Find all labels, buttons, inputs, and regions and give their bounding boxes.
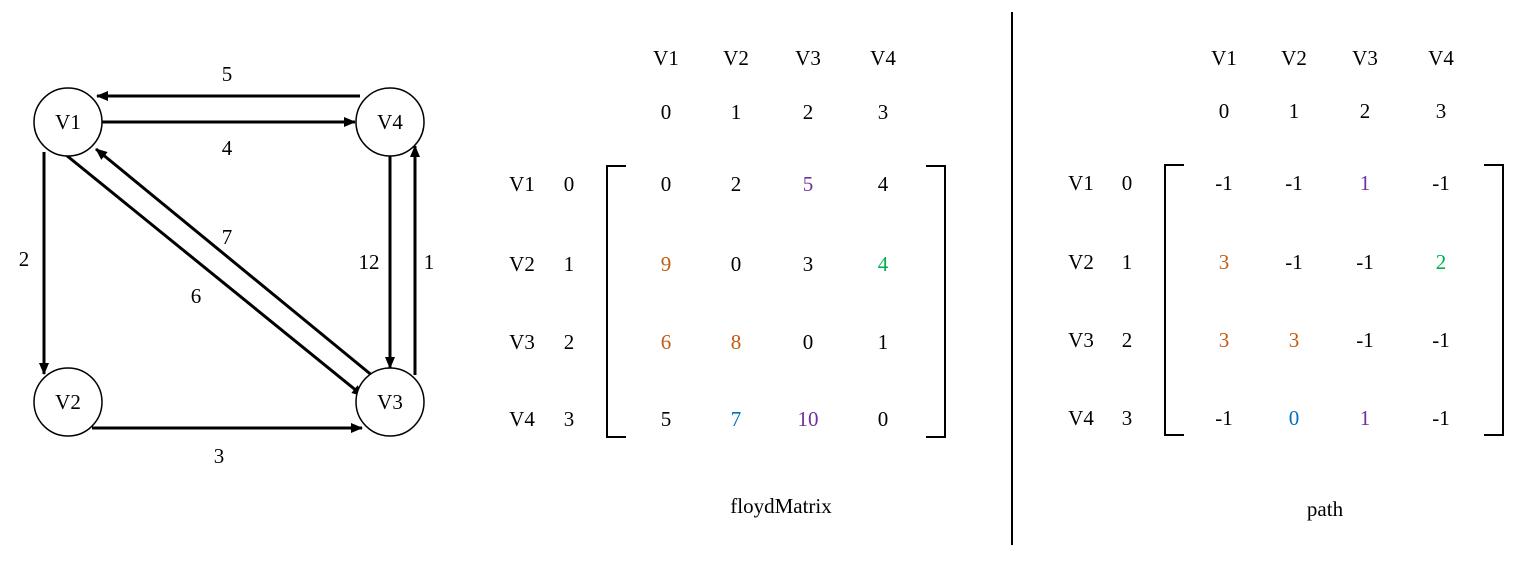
floyd-cell: 5 — [803, 172, 814, 196]
path-cell: -1 — [1432, 171, 1450, 195]
path-cell: -1 — [1285, 250, 1303, 274]
path-col-index: 0 — [1219, 99, 1230, 123]
floyd-cell: 7 — [731, 407, 742, 431]
edge-weight-v2-v3: 3 — [214, 444, 225, 468]
floyd-row-index: 0 — [564, 172, 575, 196]
edge-v1-v3 — [65, 153, 364, 398]
node-v4: V4 — [355, 87, 425, 157]
node-label-v1: V1 — [55, 110, 81, 134]
path-row-index: 2 — [1122, 328, 1133, 352]
floyd-cell: 6 — [661, 330, 672, 354]
path-col-header: V2 — [1281, 46, 1307, 70]
floyd-col-header: V3 — [795, 46, 821, 70]
floyd-cell: 1 — [878, 330, 889, 354]
floyd-cell: 5 — [661, 407, 672, 431]
floyd-row-header: V3 — [509, 330, 535, 354]
path-cell: -1 — [1432, 406, 1450, 430]
edge-weight-v1-v4: 4 — [222, 136, 233, 160]
edge-weight-v4-v1: 5 — [222, 62, 233, 86]
node-label-v2: V2 — [55, 390, 81, 414]
floyd-cell: 0 — [731, 252, 742, 276]
floyd-row-header: V4 — [509, 407, 535, 431]
path-row-header: V3 — [1068, 328, 1094, 352]
floyd-row-index: 1 — [564, 252, 575, 276]
graph-nodes: V1 V4 V2 V3 — [33, 87, 425, 437]
path-col-index: 1 — [1289, 99, 1300, 123]
path-col-index: 3 — [1436, 99, 1447, 123]
floyd-cell: 4 — [878, 252, 889, 276]
floyd-cell: 10 — [798, 407, 819, 431]
floyd-cell: 0 — [661, 172, 672, 196]
floyd-cell: 0 — [803, 330, 814, 354]
path-cell: -1 — [1285, 171, 1303, 195]
floyd-col-header: V4 — [870, 46, 896, 70]
path-cell: 1 — [1360, 406, 1371, 430]
floyd-cell: 9 — [661, 252, 672, 276]
edge-v3-v1 — [95, 147, 375, 379]
edge-weight-v3-v1: 7 — [222, 225, 233, 249]
path-cell: -1 — [1215, 406, 1233, 430]
floyd-caption: floydMatrix — [730, 494, 832, 518]
floyd-cell: 3 — [803, 252, 814, 276]
edge-weights: 5 4 2 7 6 12 1 3 — [19, 62, 435, 468]
path-cell: 2 — [1436, 250, 1447, 274]
path-cell: -1 — [1356, 328, 1374, 352]
floyd-row-index: 2 — [564, 330, 575, 354]
path-row-index: 3 — [1122, 406, 1133, 430]
floyd-cells: 0 2 5 4 9 0 3 4 6 8 0 1 5 7 10 0 — [661, 172, 889, 431]
floyd-row-index: 3 — [564, 407, 575, 431]
floyd-row-header: V1 — [509, 172, 535, 196]
node-label-v3: V3 — [377, 390, 403, 414]
path-col-index: 2 — [1360, 99, 1371, 123]
path-left-bracket — [1164, 164, 1184, 436]
path-col-header: V1 — [1211, 46, 1237, 70]
floyd-cell: 0 — [878, 407, 889, 431]
node-label-v4: V4 — [377, 110, 403, 134]
floyd-cell: 8 — [731, 330, 742, 354]
path-row-header: V1 — [1068, 171, 1094, 195]
edge-weight-v4-v3: 12 — [359, 250, 380, 274]
floyd-col-index: 1 — [731, 100, 742, 124]
edge-weight-v3-v4: 1 — [424, 250, 435, 274]
floyd-right-bracket — [926, 165, 946, 438]
floyd-row-header: V2 — [509, 252, 535, 276]
path-cell: 3 — [1289, 328, 1300, 352]
floyd-col-index: 3 — [878, 100, 889, 124]
path-cell: 1 — [1360, 171, 1371, 195]
path-cell: 3 — [1219, 250, 1230, 274]
floyd-col-index: 2 — [803, 100, 814, 124]
path-row-index: 1 — [1122, 250, 1133, 274]
path-cells: -1 -1 1 -1 3 -1 -1 2 3 3 -1 -1 -1 0 1 -1 — [1215, 171, 1450, 430]
path-row-header: V2 — [1068, 250, 1094, 274]
floyd-col-header: V1 — [653, 46, 679, 70]
edge-weight-v1-v3: 6 — [191, 284, 202, 308]
path-cell: 0 — [1289, 406, 1300, 430]
path-cell: -1 — [1215, 171, 1233, 195]
graph-edges — [39, 91, 420, 433]
edge-weight-v1-v2: 2 — [19, 247, 30, 271]
node-v3: V3 — [355, 367, 425, 437]
node-v1: V1 — [33, 87, 103, 157]
path-cell: 3 — [1219, 328, 1230, 352]
path-cell: -1 — [1432, 328, 1450, 352]
path-col-header: V3 — [1352, 46, 1378, 70]
path-right-bracket — [1484, 164, 1504, 436]
floyd-col-index: 0 — [661, 100, 672, 124]
path-caption: path — [1307, 497, 1344, 521]
node-v2: V2 — [33, 367, 103, 437]
floyd-left-bracket — [606, 165, 626, 438]
path-row-header: V4 — [1068, 406, 1094, 430]
floyd-cell: 2 — [731, 172, 742, 196]
floyd-col-header: V2 — [723, 46, 749, 70]
path-col-header: V4 — [1428, 46, 1454, 70]
path-row-index: 0 — [1122, 171, 1133, 195]
path-cell: -1 — [1356, 250, 1374, 274]
floyd-cell: 4 — [878, 172, 889, 196]
